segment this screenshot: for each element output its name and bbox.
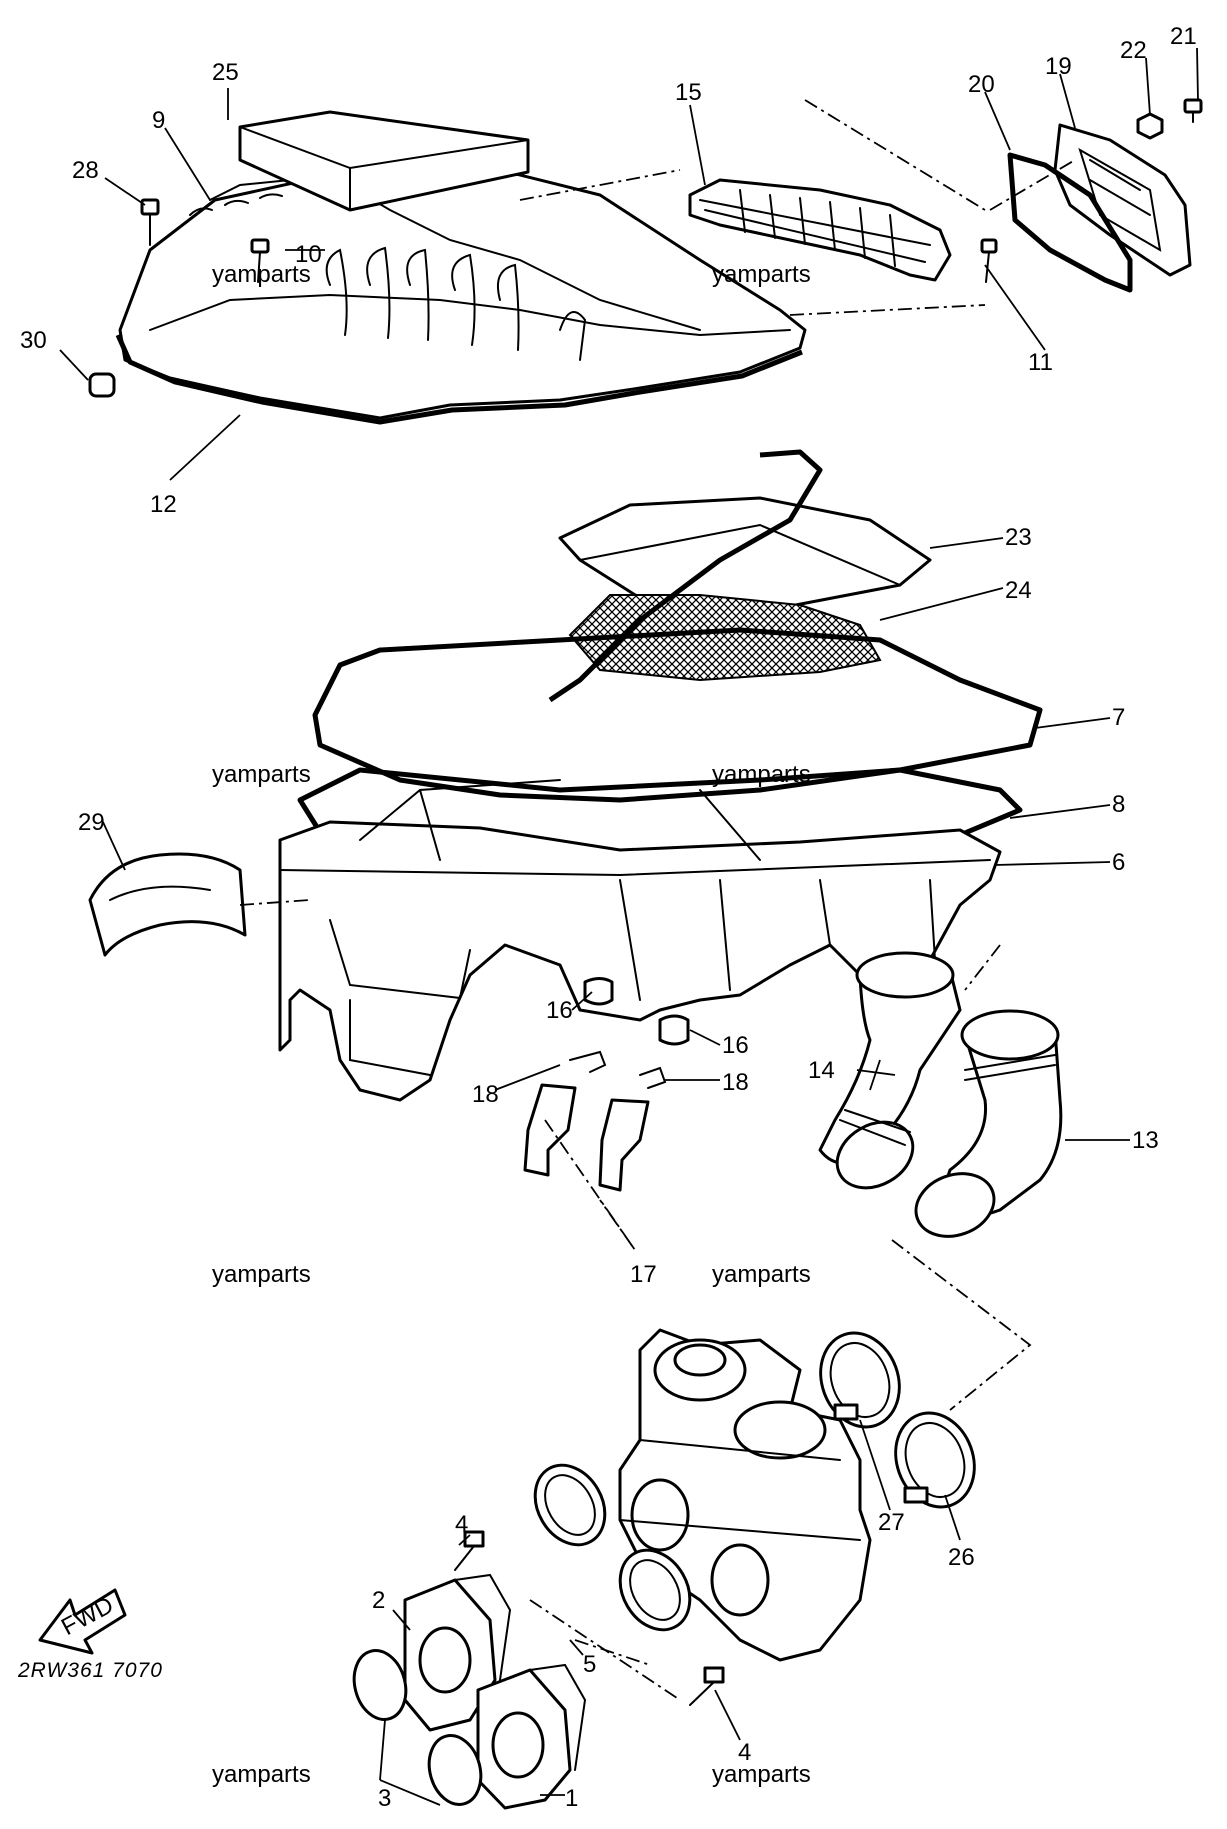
callout-22: 22 [1120, 37, 1147, 64]
case-cover-29 [88, 852, 247, 957]
clip-18-right [639, 1066, 667, 1089]
hose-clamp-5-lower [618, 1548, 692, 1632]
callout-24: 24 [1005, 577, 1032, 604]
bolt-11 [980, 238, 998, 283]
callout-19: 19 [1045, 53, 1072, 80]
callout-28: 28 [72, 157, 99, 184]
callout-23: 23 [1005, 524, 1032, 551]
callout-6: 6 [1112, 849, 1125, 876]
watermark: yamparts [212, 261, 311, 288]
air-filter-case [278, 779, 1002, 1102]
callout-20: 20 [968, 71, 995, 98]
watermark: yamparts [712, 1761, 811, 1788]
intake-joint-14 [818, 951, 962, 1190]
o-ring-3-lower [427, 1734, 483, 1806]
drain-hose-left [523, 1083, 577, 1177]
case-gasket-7 [312, 449, 1043, 803]
callout-16a: 16 [546, 997, 573, 1024]
callout-2: 2 [372, 1587, 385, 1614]
bolt-10 [250, 238, 270, 283]
callout-14: 14 [808, 1057, 835, 1084]
callout-10: 10 [295, 241, 322, 268]
nut-22 [1136, 112, 1164, 140]
clip-18-left [569, 1050, 607, 1073]
o-ring-3-upper [352, 1649, 408, 1721]
callout-16b: 16 [722, 1032, 749, 1059]
hose-clamp-5-upper [533, 1463, 607, 1547]
hose-clamp-26 [894, 1411, 976, 1509]
diagram-code: 2RW361 7070 [17, 1659, 163, 1682]
callout-3: 3 [378, 1785, 391, 1812]
callout-17: 17 [630, 1261, 657, 1288]
watermark: yamparts [712, 261, 811, 288]
plug-16-right [658, 1014, 690, 1046]
watermark: yamparts [212, 1261, 311, 1288]
intake-joint-13 [914, 1009, 1063, 1238]
plug-30 [88, 372, 116, 398]
cover-gasket [1007, 152, 1133, 293]
callout-5: 5 [583, 1651, 596, 1678]
callout-4-lower: 4 [738, 1739, 751, 1766]
callout-15: 15 [675, 79, 702, 106]
callout-4-upper: 4 [455, 1511, 468, 1538]
carburetor-joint-2 [403, 1573, 512, 1732]
callout-29: 29 [78, 809, 105, 836]
callout-26: 26 [948, 1544, 975, 1571]
screw-4-lower [689, 1666, 725, 1706]
plug-16-left [583, 977, 614, 1006]
drain-hose-right [598, 1098, 650, 1192]
leader-lines [59, 47, 1199, 1806]
watermark: yamparts [212, 1761, 311, 1788]
callout-25: 25 [212, 59, 239, 86]
watermark: yamparts [712, 761, 811, 788]
bolt-21 [1183, 98, 1203, 123]
callout-13: 13 [1132, 1127, 1159, 1154]
watermark: yamparts [212, 761, 311, 788]
callout-18b: 18 [722, 1069, 749, 1096]
callout-1: 1 [565, 1785, 578, 1812]
watermark: yamparts [712, 1261, 811, 1288]
bolt-28 [140, 198, 160, 246]
alignment-lines [239, 99, 1076, 1701]
fwd-arrow-icon [38, 1588, 127, 1655]
callout-8: 8 [1112, 791, 1125, 818]
callouts: 25 9 28 10 15 20 19 22 21 11 30 12 23 24… [20, 23, 1197, 1812]
callout-12: 12 [150, 491, 177, 518]
callout-9: 9 [152, 107, 165, 134]
intake-duct [688, 178, 952, 282]
callout-7: 7 [1112, 704, 1125, 731]
cover-plate [1053, 123, 1192, 277]
callout-21: 21 [1170, 23, 1197, 50]
callout-30: 30 [20, 327, 47, 354]
air-cleaner-cap [115, 163, 807, 425]
callout-18a: 18 [472, 1081, 499, 1108]
air-filter-element-pad [238, 110, 530, 212]
callout-27: 27 [878, 1509, 905, 1536]
watermarks: yamparts yamparts yamparts yamparts yamp… [212, 261, 811, 1788]
hose-clamp-27 [819, 1331, 901, 1429]
carburetor-joint-1 [476, 1663, 587, 1810]
callout-11: 11 [1028, 349, 1053, 376]
element-cover [558, 496, 932, 610]
